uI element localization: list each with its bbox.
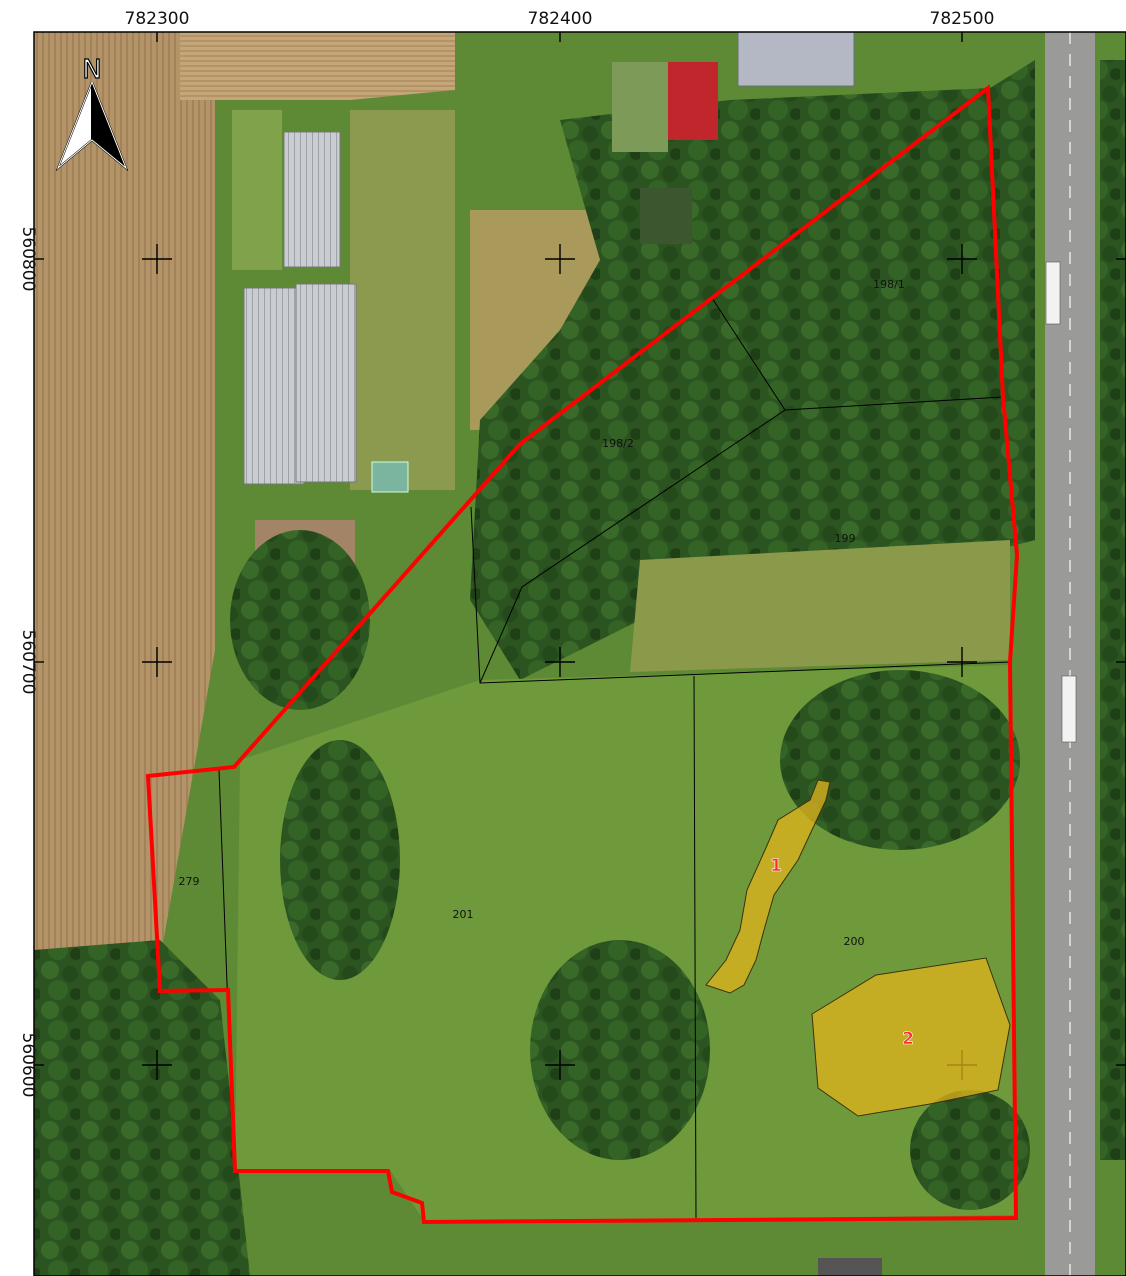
parcel-label-200: 200 [844,935,865,948]
tree-cluster [280,740,400,980]
meadow-199 [630,540,1010,672]
x-coord-label: 782300 [125,9,190,29]
parcel-label-198-2: 198/2 [602,437,634,450]
zone-label-1: 1 [770,856,782,876]
zone-2 [811,957,1011,1117]
crop-field [34,32,230,960]
pond [640,188,692,244]
grid-ticks [34,32,1126,1066]
greenhouse [283,131,341,268]
roadside-trees [1100,60,1126,1160]
farmyard [612,62,668,152]
truck [1061,675,1077,743]
map-frame [33,31,1126,1276]
imagery-layer [34,32,1126,1276]
north-letter: N [82,55,101,85]
tree-cluster [780,670,1020,850]
greenhouse [243,287,305,485]
building-roof-grey [737,32,855,87]
truck [1045,261,1061,325]
tree-cluster [530,940,710,1160]
forest-north [470,60,1035,680]
parcel-label-201: 201 [453,908,474,921]
small-pool [371,461,409,493]
parcel-label-199: 199 [835,532,856,545]
x-coord-label: 782500 [930,9,995,29]
y-coord-label: 560800 [18,227,38,292]
zone-label-2: 2 [902,1029,914,1049]
tree-cluster [910,1090,1030,1210]
x-coord-label: 782400 [528,9,593,29]
parcel-label-198-1: 198/1 [873,278,905,291]
north-arrow-icon: N [55,54,129,172]
tree-cluster [230,530,370,710]
site-boundary [145,84,1020,1225]
zone-1 [705,779,831,994]
building-bottom [818,1258,882,1276]
strip-field [232,110,282,270]
y-coord-label: 560700 [18,630,38,695]
tree-belt-left [34,940,250,1276]
greenhouse [295,283,357,483]
strip-field [350,110,455,490]
building-roof-red [668,62,718,140]
crop-field-top [180,32,455,100]
parcel-label-279: 279 [179,875,200,888]
y-coord-label: 560600 [18,1033,38,1098]
